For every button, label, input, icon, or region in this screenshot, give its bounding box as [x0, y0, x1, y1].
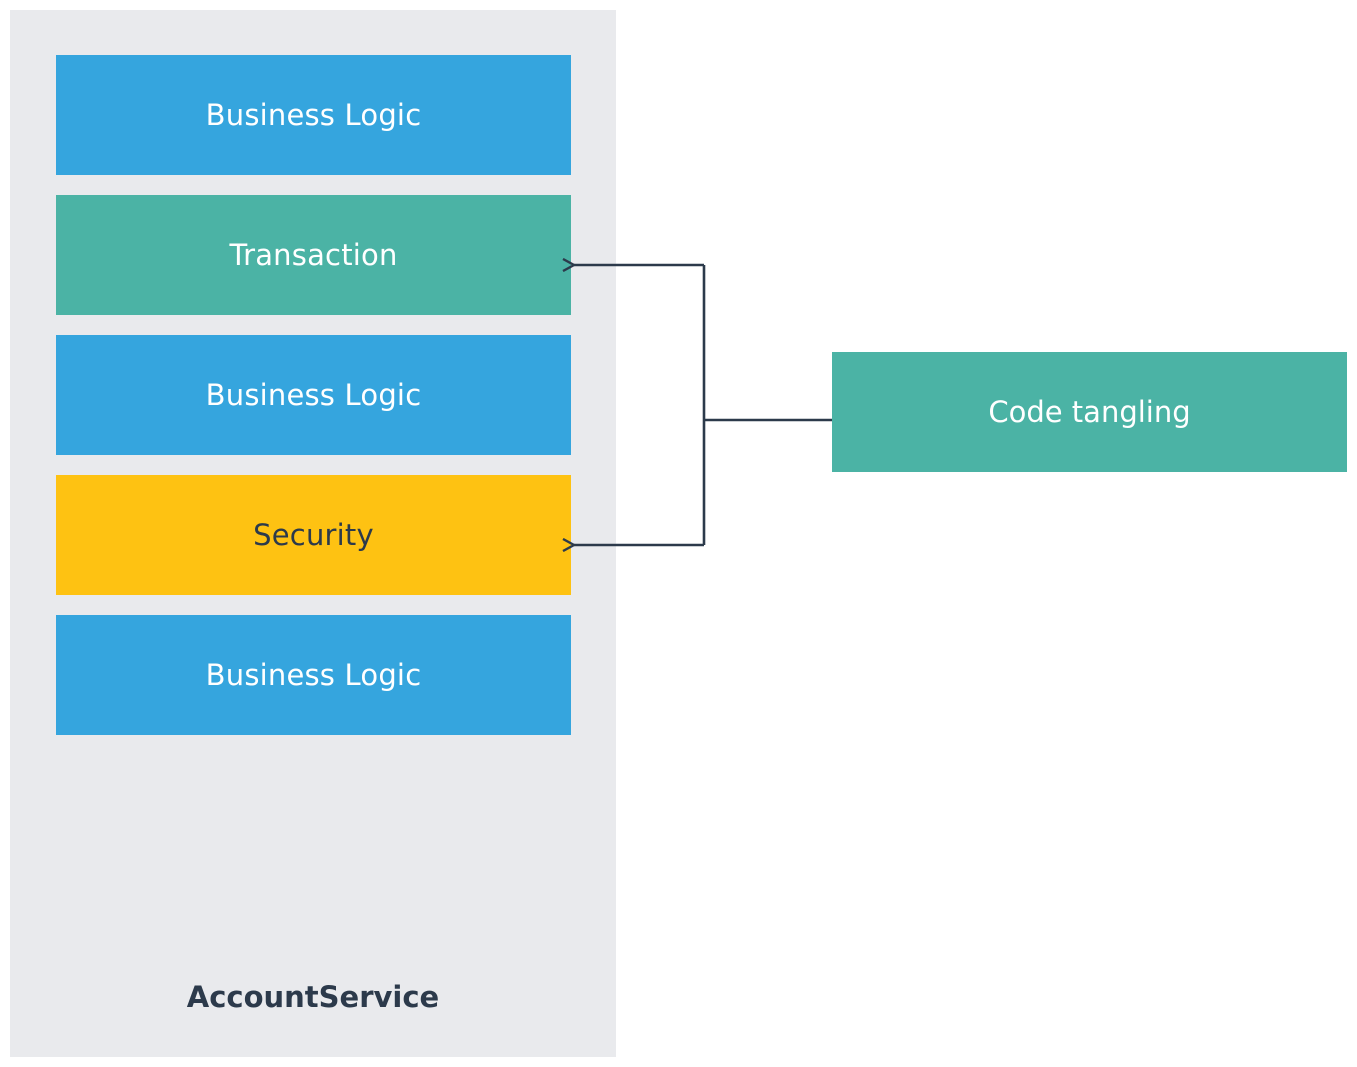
business-logic-label-2: Business Logic — [205, 378, 422, 412]
account-service-title: AccountService — [186, 980, 440, 1014]
business-logic-block-1: Business Logic — [56, 55, 571, 175]
business-logic-label-3: Business Logic — [205, 658, 422, 692]
business-logic-label-1: Business Logic — [205, 98, 422, 132]
transaction-label: Transaction — [229, 238, 398, 272]
transaction-block: Transaction — [56, 195, 571, 315]
business-logic-block-3: Business Logic — [56, 615, 571, 735]
code-tangling-label: Code tangling — [988, 395, 1191, 429]
security-label: Security — [253, 518, 374, 552]
code-tangling-box: Code tangling — [832, 352, 1347, 472]
security-block: Security — [56, 475, 571, 595]
business-logic-block-2: Business Logic — [56, 335, 571, 455]
